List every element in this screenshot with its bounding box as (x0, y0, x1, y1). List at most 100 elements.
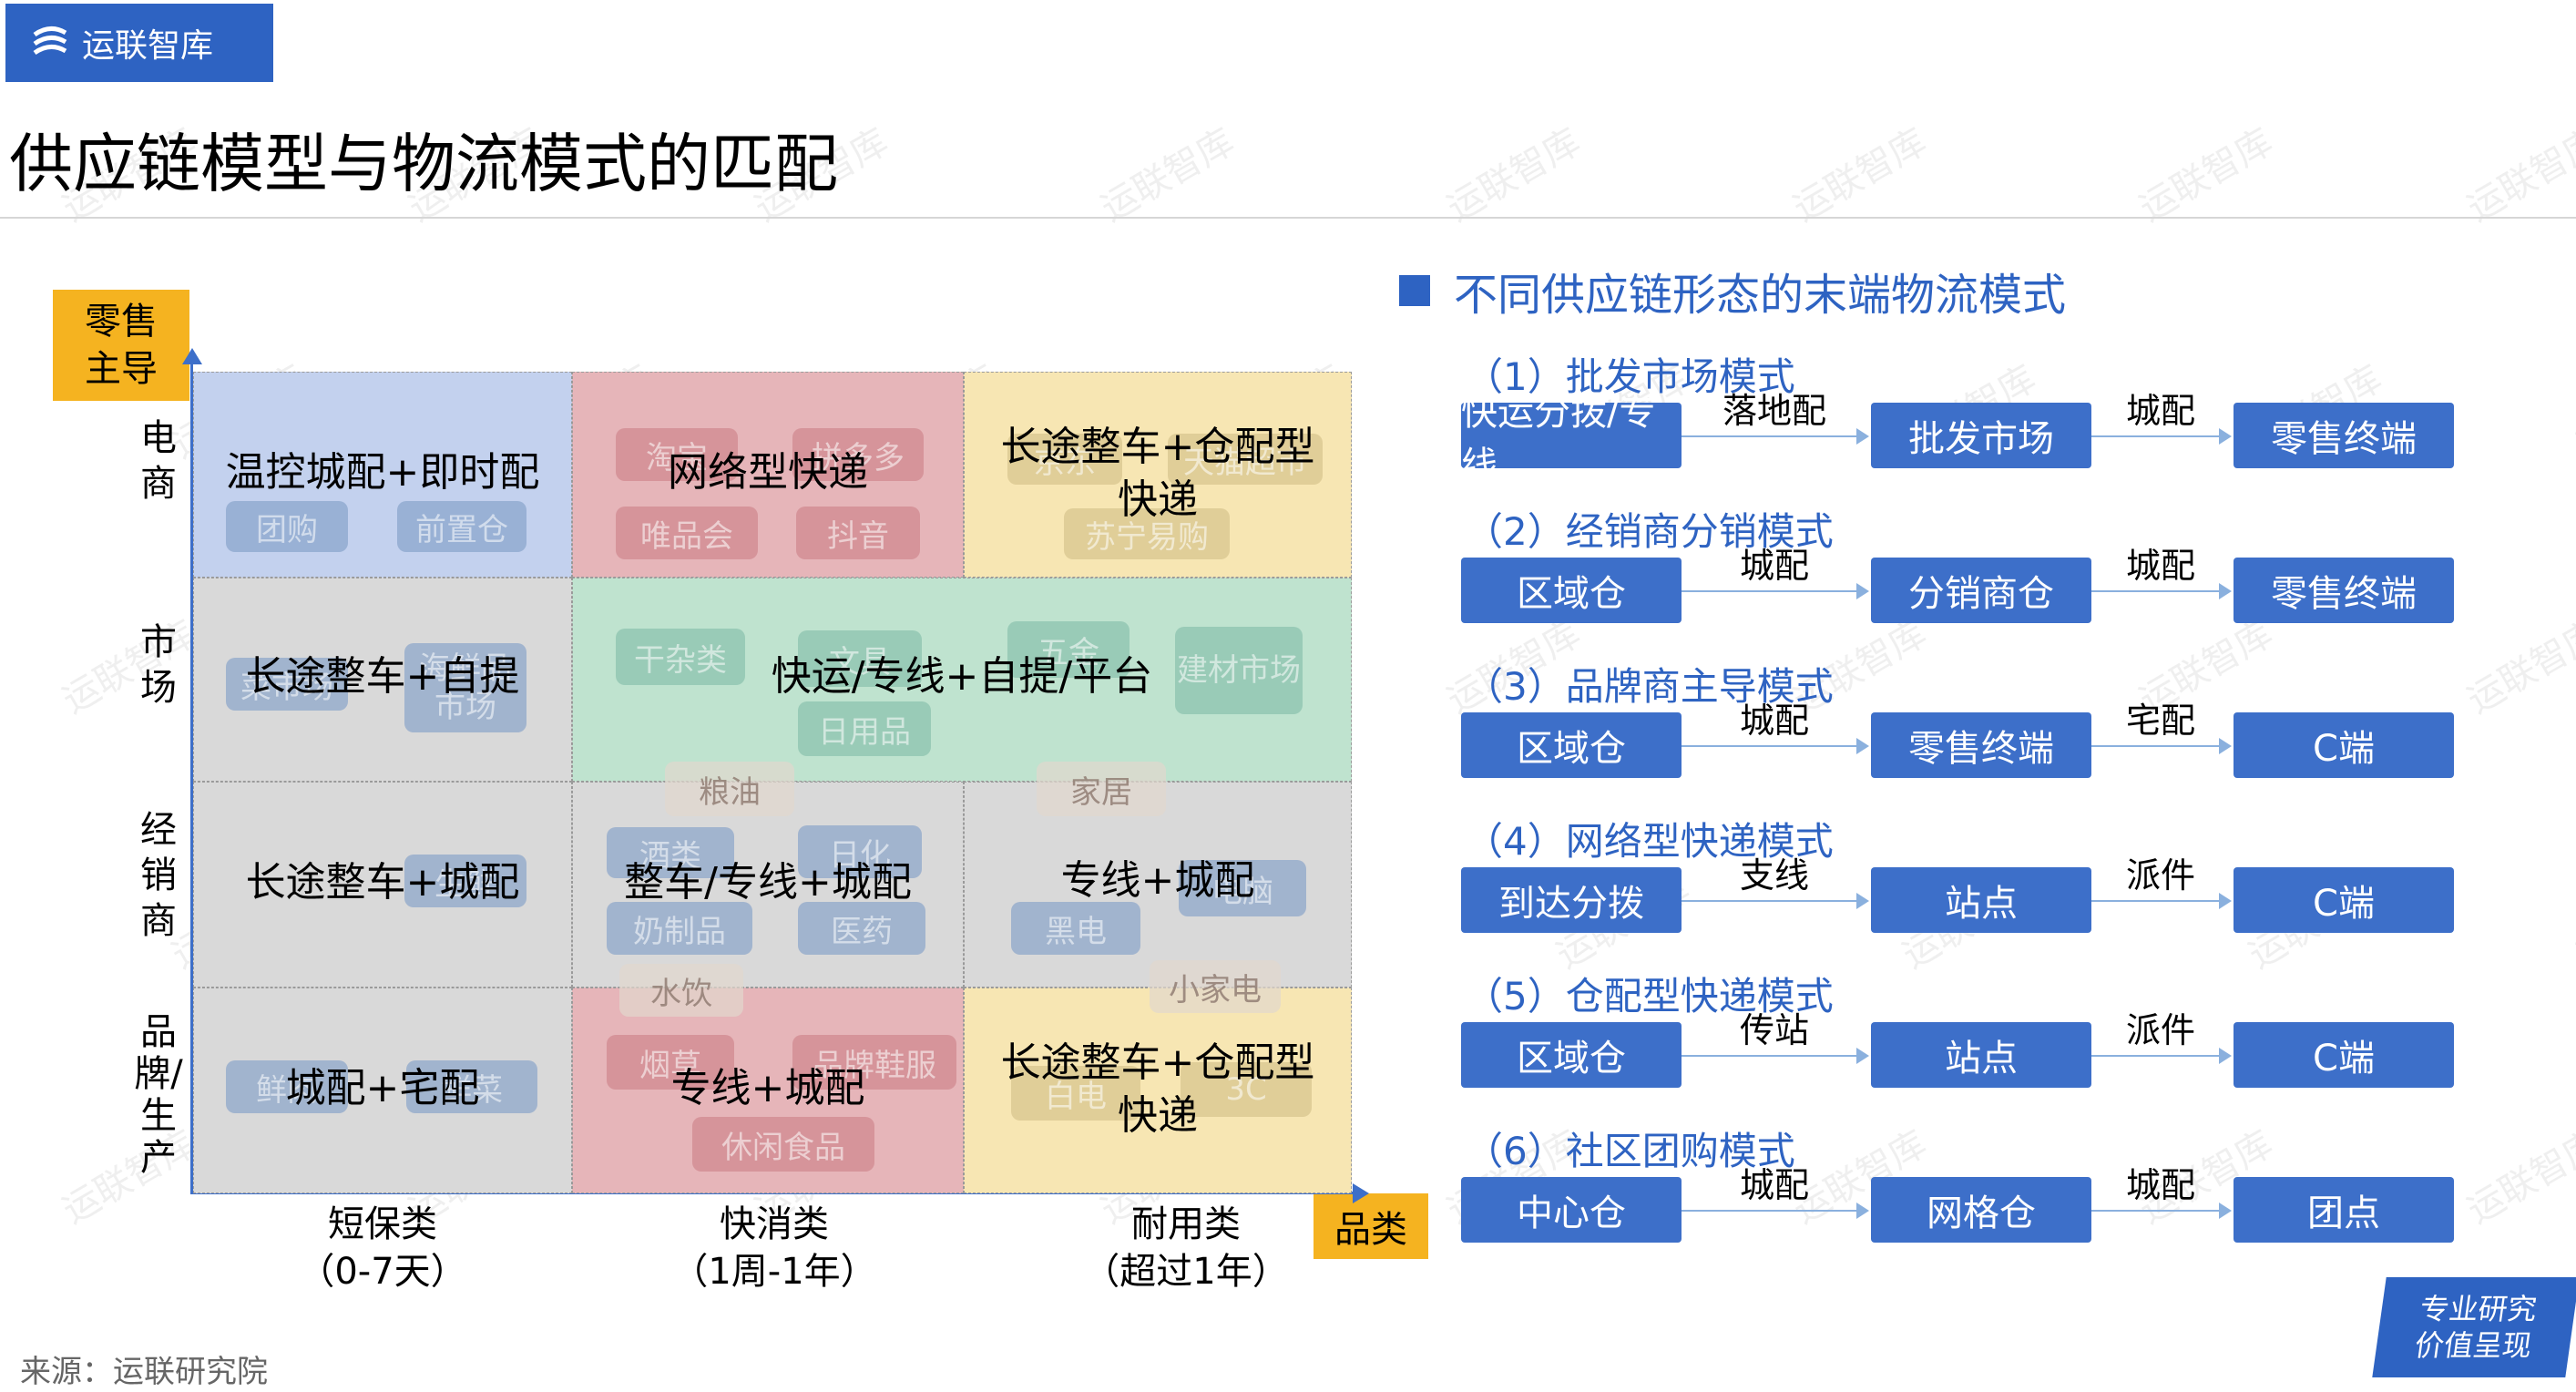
y-axis-line (190, 361, 193, 1193)
tag: 鲜菜 (406, 1060, 537, 1113)
flow-node: 快运分拨/专线 (1461, 392, 1682, 486)
watermark-text: 运联智库 (2570, 867, 2576, 977)
flow-node: 网格仓 (1871, 1177, 2091, 1243)
flow-node: 分销商仓 (1871, 558, 2091, 623)
flow-node: 区域仓 (1461, 712, 1682, 778)
flow-node: 批发市场 (1871, 403, 2091, 468)
tag: 日化 (798, 825, 922, 878)
tag: 苏宁易购 (1064, 508, 1230, 559)
boundary-tag: 小家电 (1150, 960, 1281, 1013)
flow-edge-label: 传站 (1739, 1010, 1809, 1050)
tag: 日用品 (798, 701, 931, 756)
column-label: 短保类 （0-7天） (298, 1203, 467, 1293)
flow-title: （1）批发市场模式 (1465, 354, 1795, 399)
tag: 天猫超市 (1168, 434, 1323, 485)
tag: 奶制品 (607, 902, 752, 955)
flow-title: （3）品牌商主导模式 (1465, 664, 1834, 709)
flow-node: 团点 (2234, 1177, 2454, 1243)
page-title: 供应链模型与物流模式的匹配 (9, 127, 838, 201)
tag: 文具 (798, 630, 922, 687)
cell-label: 快运/专线+自提/平台 (771, 653, 1153, 700)
flow-edge-label: 城配 (2125, 1165, 2195, 1205)
cell-label: 专线+城配 (1060, 857, 1255, 904)
brand-logo: 运联智库 (5, 4, 273, 82)
row-label-market: 市场 (140, 621, 177, 709)
flow-node: 站点 (1871, 1022, 2091, 1088)
cell-label: 整车/专线+城配 (624, 859, 912, 906)
tag: 建材市场 (1175, 627, 1303, 714)
flow-node: 区域仓 (1461, 1022, 1682, 1088)
tag: 鲜肉 (226, 1060, 348, 1113)
cell-label: 网络型快递 (668, 449, 868, 496)
flow-node: 站点 (1871, 867, 2091, 933)
tag: 烟草 (607, 1035, 734, 1090)
flow-node: 区域仓 (1461, 558, 1682, 623)
flow-edge-label: 城配 (1739, 701, 1809, 741)
flow-arrow (2091, 1203, 2232, 1219)
y-axis-arrow (182, 348, 202, 364)
flow-arrow (2091, 1048, 2232, 1064)
tag: 电脑 (1179, 860, 1306, 916)
flow-edge-label: 城配 (2125, 546, 2195, 586)
tag: 团购 (226, 501, 348, 552)
flow-arrow (2091, 893, 2232, 909)
flow-title: （5）仓配型快递模式 (1465, 974, 1834, 1018)
flow-arrow (1682, 1203, 1869, 1219)
square-bullet-icon (1399, 275, 1430, 306)
flow-node: 到达分拨 (1461, 867, 1682, 933)
title-divider (0, 217, 2576, 219)
watermark-text: 运联智库 (2132, 120, 2280, 230)
flow-node: C端 (2234, 1022, 2454, 1088)
flow-arrow (1682, 583, 1869, 599)
tag: 干杂类 (616, 629, 745, 685)
flow-arrow (2091, 738, 2232, 754)
flow-node: 零售终端 (2234, 558, 2454, 623)
watermark-text: 运联智库 (1094, 120, 1242, 230)
cell-label: 长途整车+仓配型快递 (1000, 1039, 1315, 1139)
column-label: 耐用类 （超过1年） (1083, 1203, 1289, 1293)
tag: 前置仓 (397, 501, 526, 552)
flow-title: （4）网络型快递模式 (1465, 819, 1834, 864)
tag: 休闲食品 (692, 1117, 874, 1172)
cell-label: 长途整车+城配 (245, 859, 520, 906)
cell-label: 专线+城配 (670, 1065, 865, 1111)
tag: 3C (1181, 1062, 1312, 1117)
flow-arrow (1682, 893, 1869, 909)
tag: 白电 (1011, 1066, 1140, 1121)
tag: 抖音 (796, 507, 920, 559)
flow-edge-label: 派件 (2125, 855, 2195, 896)
swirl-logo-icon (33, 26, 67, 56)
y-axis-title: 零售主导 (53, 290, 189, 401)
flow-arrow (1682, 738, 1869, 754)
tag: 五金 (1007, 621, 1130, 678)
flow-title: （2）经销商分销模式 (1465, 509, 1834, 554)
flow-edge-label: 城配 (1739, 1165, 1809, 1205)
cell-label: 温控城配+即时配 (225, 449, 540, 496)
tag: 品牌鞋服 (792, 1035, 956, 1090)
tag: 拼多多 (792, 428, 924, 481)
row-label-ecommerce: 电商 (140, 417, 177, 505)
x-axis-title: 品类 (1314, 1193, 1428, 1259)
source-note: 来源：运联研究院 (20, 1354, 268, 1390)
watermark-text: 运联智库 (2460, 1122, 2576, 1233)
tag: 唯品会 (616, 507, 758, 559)
watermark-text: 运联智库 (1440, 120, 1588, 230)
x-axis-arrow (1353, 1183, 1369, 1203)
flows-heading: 不同供应链形态的末端物流模式 (1399, 259, 2066, 322)
flow-node: 中心仓 (1461, 1177, 1682, 1243)
flow-arrow (1682, 1048, 1869, 1064)
flow-node: C端 (2234, 867, 2454, 933)
flow-edge-label: 派件 (2125, 1010, 2195, 1050)
flow-arrow (2091, 583, 2232, 599)
tag: 酒类 (607, 827, 734, 878)
flow-edge-label: 城配 (2125, 391, 2195, 431)
boundary-tag: 家居 (1037, 762, 1166, 816)
tag: 京东 (1007, 434, 1122, 485)
tag: 生鲜 (404, 855, 526, 907)
cell-label: 城配+宅配 (285, 1065, 480, 1111)
watermark-text: 运联智库 (2570, 357, 2576, 467)
row-label-brand: 品牌/生产 (134, 1011, 183, 1179)
boundary-tag: 粮油 (665, 762, 794, 816)
flow-edge-label: 宅配 (2125, 701, 2195, 741)
flow-edge-label: 支线 (1739, 855, 1809, 896)
